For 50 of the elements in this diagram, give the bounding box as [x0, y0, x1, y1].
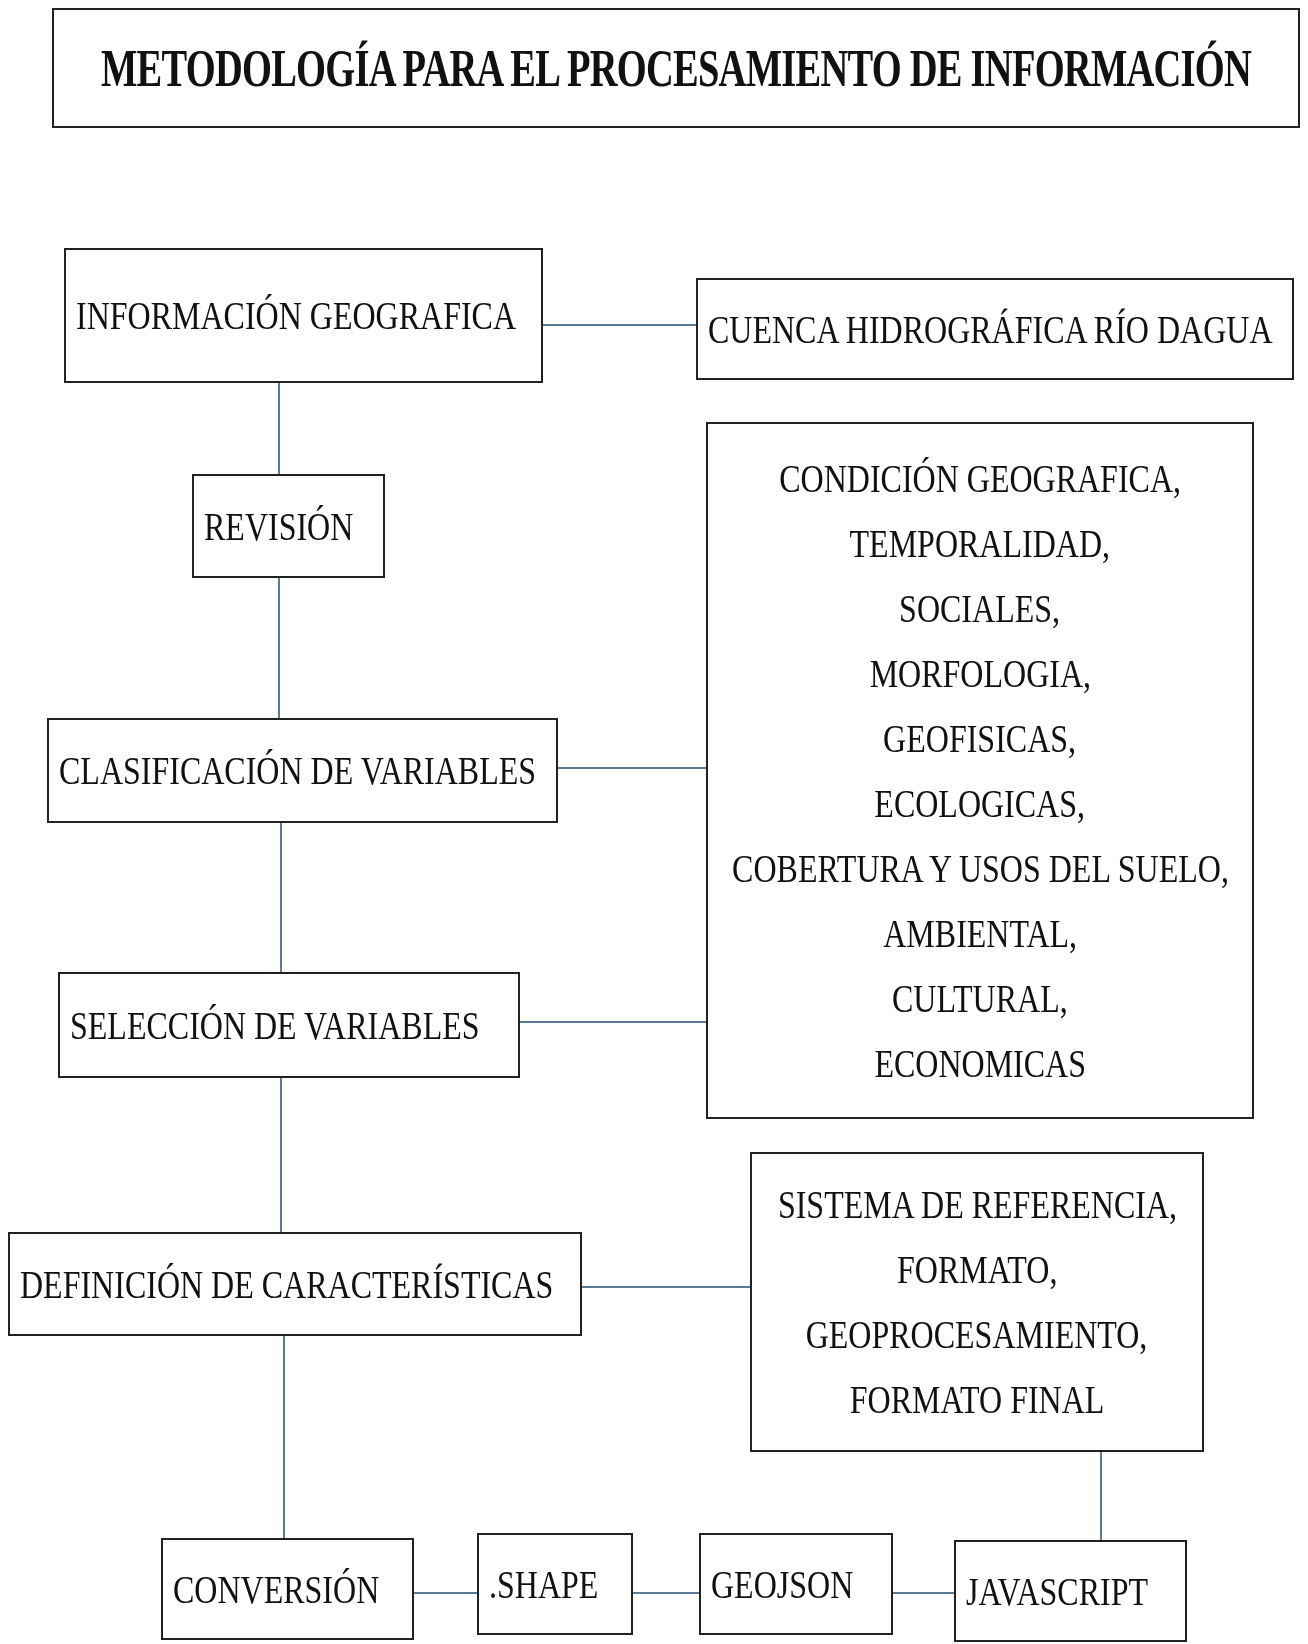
connector-line	[283, 1335, 285, 1539]
process-box	[58, 972, 520, 1078]
box-label: INFORMACIÓN GEOGRAFICA	[76, 292, 517, 340]
box-label: CULTURAL,	[892, 974, 1068, 1023]
connector-line	[581, 1286, 751, 1288]
box-label: CONVERSIÓN	[173, 1565, 380, 1614]
process-box	[706, 422, 1254, 1119]
connector-line	[280, 1077, 282, 1233]
box-label: FORMATO FINAL	[849, 1376, 1105, 1424]
process-box	[477, 1533, 633, 1635]
box-label: GEOFISICAS,	[883, 714, 1077, 763]
process-box	[161, 1538, 414, 1640]
connector-line	[278, 577, 280, 719]
connector-line	[280, 822, 282, 973]
box-label: FORMATO,	[896, 1246, 1058, 1294]
box-label: GEOJSON	[711, 1560, 854, 1609]
connector-line	[519, 1021, 707, 1023]
box-label: SISTEMA DE REFERENCIA,	[777, 1181, 1177, 1229]
connector-line	[892, 1592, 955, 1594]
box-label: ECOLOGICAS,	[874, 779, 1086, 828]
process-box	[696, 278, 1294, 380]
box-label: JAVASCRIPT	[966, 1567, 1149, 1616]
connector-line	[278, 382, 280, 475]
box-label: DEFINICIÓN DE CARACTERÍSTICAS	[20, 1260, 554, 1309]
box-label: MORFOLOGIA,	[869, 649, 1091, 698]
process-box	[750, 1152, 1204, 1452]
title: METODOLOGÍA PARA EL PROCESAMIENTO DE INFORMACIÓN	[101, 38, 1251, 98]
process-box	[954, 1540, 1187, 1642]
process-box	[699, 1533, 893, 1635]
box-label: COBERTURA Y USOS DEL SUELO,	[731, 844, 1229, 893]
box-label: REVISIÓN	[204, 502, 354, 551]
box-label: .SHAPE	[489, 1560, 599, 1609]
process-box	[8, 1232, 582, 1336]
connector-line	[542, 324, 697, 326]
box-label: CUENCA HIDROGRÁFICA RÍO DAGUA	[708, 305, 1273, 354]
box-label: SELECCIÓN DE VARIABLES	[70, 1001, 480, 1050]
connector-line	[632, 1592, 700, 1594]
process-box	[192, 474, 385, 578]
box-label: ECONOMICAS	[874, 1039, 1086, 1088]
box-label: CONDICIÓN GEOGRAFICA,	[779, 454, 1181, 503]
connector-line	[413, 1592, 478, 1594]
box-label: GEOPROCESAMIENTO,	[806, 1311, 1148, 1359]
process-box	[64, 248, 543, 383]
connector-line	[1100, 1451, 1102, 1541]
box-label: CLASIFICACIÓN DE VARIABLES	[59, 747, 537, 795]
box-label: TEMPORALIDAD,	[849, 519, 1111, 568]
box-label: SOCIALES,	[899, 584, 1061, 633]
connector-line	[557, 767, 707, 769]
process-box	[47, 718, 558, 823]
box-label: AMBIENTAL,	[883, 909, 1077, 958]
